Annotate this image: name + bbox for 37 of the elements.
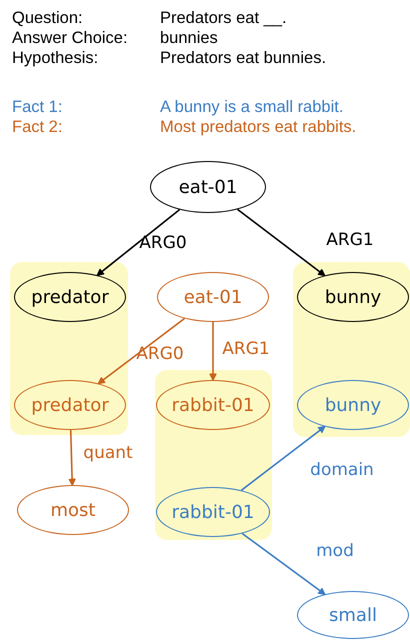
field-label: Fact 1: xyxy=(12,97,62,117)
statement-text: Predators eat __. xyxy=(160,8,287,28)
field-label: Question: xyxy=(12,8,83,28)
concept-ellipse: bunny xyxy=(297,380,409,430)
edge-label: mod xyxy=(316,541,354,561)
statement-text: Predators eat bunnies. xyxy=(160,48,326,68)
arrow xyxy=(96,209,180,276)
field-label: Fact 2: xyxy=(12,117,62,137)
concept-ellipse: eat-01 xyxy=(157,272,269,322)
concept-ellipse: rabbit-01 xyxy=(156,487,270,537)
edge-label: quant xyxy=(83,443,133,463)
concept-ellipse: eat-01 xyxy=(150,161,266,213)
edge-label: ARG1 xyxy=(326,230,374,250)
highlight-band xyxy=(155,370,272,540)
edge-label: domain xyxy=(310,460,374,480)
concept-ellipse: small xyxy=(297,591,409,639)
arrow xyxy=(242,532,326,596)
arrow xyxy=(68,430,76,486)
concept-ellipse: bunny xyxy=(297,272,409,322)
highlight-band xyxy=(293,262,410,437)
arrow xyxy=(237,208,326,276)
concept-ellipse: predator xyxy=(14,380,126,430)
edge-label: ARG0 xyxy=(136,344,184,364)
statement-text: Most predators eat rabbits. xyxy=(160,117,356,137)
arrow xyxy=(209,322,217,382)
statement-text: A bunny is a small rabbit. xyxy=(160,97,344,117)
highlight-band xyxy=(10,262,128,435)
field-label: Hypothesis: xyxy=(12,48,98,68)
arrow xyxy=(240,426,326,491)
edge-label: ARG1 xyxy=(222,339,270,359)
statement-text: bunnies xyxy=(160,28,218,48)
arrow xyxy=(98,318,185,384)
concept-ellipse: rabbit-01 xyxy=(156,380,270,430)
concept-ellipse: most xyxy=(17,485,129,535)
field-label: Answer Choice: xyxy=(12,28,128,48)
edge-label: ARG0 xyxy=(139,233,187,253)
concept-ellipse: predator xyxy=(14,272,126,322)
